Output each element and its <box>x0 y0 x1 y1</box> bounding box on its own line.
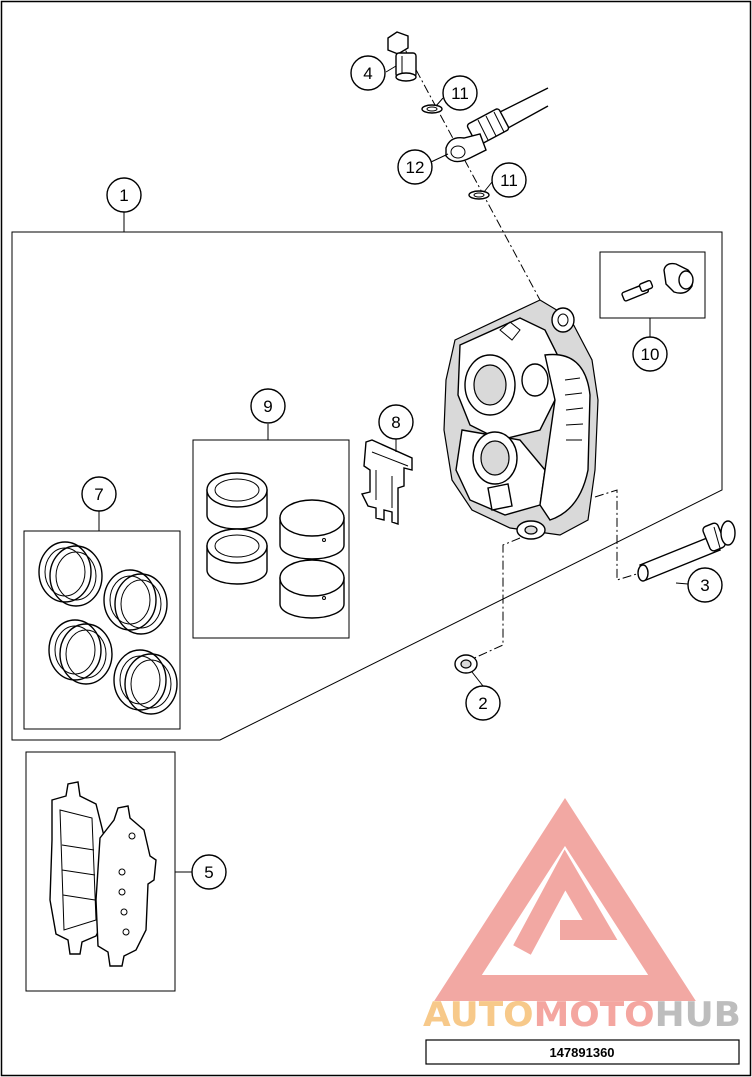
reference-number: 147891360 <box>549 1045 614 1060</box>
watermark-triangle <box>434 798 696 1001</box>
callout-2: 2 <box>465 685 501 721</box>
brake-hose <box>445 87 549 163</box>
callout-label: 8 <box>391 413 400 432</box>
copper-washer-upper <box>421 104 443 114</box>
leader-lines <box>98 65 689 873</box>
piston-mid-left <box>206 528 268 585</box>
brake-pad-front <box>95 805 157 967</box>
callout-11-upper: 11 <box>442 75 478 111</box>
reference-number-box <box>425 1039 740 1065</box>
copper-washer-lower <box>468 190 490 200</box>
piston-top-right <box>279 499 345 560</box>
pad-spring <box>360 439 413 525</box>
callout-label: 5 <box>204 863 213 882</box>
callout-3: 3 <box>687 567 723 603</box>
watermark-part-hub: HUB <box>655 995 741 1035</box>
bleeder-valve <box>621 262 694 302</box>
watermark-inner-mark <box>513 849 618 955</box>
callout-label: 2 <box>478 694 487 713</box>
callout-label: 9 <box>263 397 272 416</box>
callout-label: 1 <box>119 186 128 205</box>
callout-5: 5 <box>191 854 227 890</box>
callout-11-lower: 11 <box>491 162 527 198</box>
centerline-hose <box>399 39 541 301</box>
copper-washer-upper-hole <box>426 106 438 112</box>
piston-kit-box <box>192 439 350 639</box>
callout-label: 10 <box>641 345 660 364</box>
callout-label: 3 <box>700 576 709 595</box>
callout-label: 11 <box>500 171 518 190</box>
guide-pin <box>637 520 736 582</box>
copper-washer-lower-hole <box>473 192 485 198</box>
bleeder-kit-box <box>599 251 706 319</box>
brake-pad-rear <box>49 781 105 955</box>
callout-1: 1 <box>106 177 142 213</box>
banjo-bolt <box>387 31 417 82</box>
callout-10: 10 <box>632 336 668 372</box>
callout-label: 12 <box>406 158 425 177</box>
callout-label: 7 <box>94 485 103 504</box>
callout-9: 9 <box>250 388 286 424</box>
callout-4: 4 <box>350 55 386 91</box>
watermark-part-moto: MOTO <box>534 995 655 1035</box>
caliper-body <box>443 299 599 540</box>
watermark-part-auto: AUTO <box>423 995 534 1035</box>
piston-top-left <box>206 472 268 530</box>
callout-7: 7 <box>81 476 117 512</box>
centerline-washer <box>469 537 521 661</box>
seal-rings <box>38 541 178 715</box>
caliper-washer-hole <box>460 659 472 669</box>
piston-bottom-right <box>279 559 345 619</box>
callout-12: 12 <box>397 149 433 185</box>
callout-8: 8 <box>378 404 414 440</box>
callout-label: 4 <box>363 64 372 83</box>
watermark-logo <box>434 798 696 1001</box>
assembly-outline <box>11 231 723 741</box>
callout-label: 11 <box>451 84 469 103</box>
centerline-pin <box>594 489 641 581</box>
seal-kit-box <box>23 530 181 730</box>
